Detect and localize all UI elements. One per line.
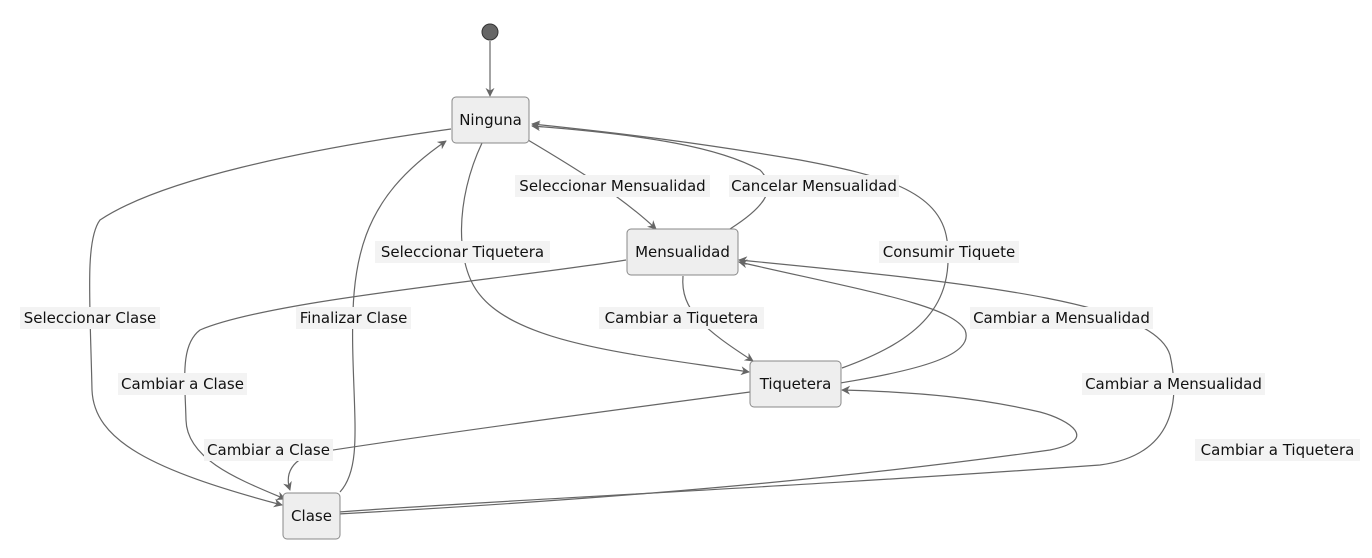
label-clase-mensualidad: Cambiar a Mensualidad bbox=[1082, 373, 1265, 395]
edge-clase-tiquetera bbox=[337, 385, 1078, 515]
label-seleccionar-mensualidad: Seleccionar Mensualidad bbox=[515, 175, 710, 197]
edge-cancelar-mensualidad bbox=[531, 122, 769, 230]
state-clase-label: Clase bbox=[291, 507, 332, 525]
label-tiq-mensualidad: Cambiar a Mensualidad bbox=[970, 307, 1153, 329]
transition-labels: Seleccionar Mensualidad Cancelar Mensual… bbox=[20, 175, 1360, 461]
label-mens-tiquetera-text: Cambiar a Tiquetera bbox=[605, 309, 759, 327]
label-clase-mensualidad-text: Cambiar a Mensualidad bbox=[1085, 375, 1262, 393]
label-seleccionar-clase: Seleccionar Clase bbox=[20, 307, 160, 329]
state-ninguna: Ninguna bbox=[451, 96, 530, 144]
label-tiq-clase-text: Cambiar a Clase bbox=[207, 441, 330, 459]
label-finalizar-clase-text: Finalizar Clase bbox=[300, 309, 408, 327]
label-seleccionar-mensualidad-text: Seleccionar Mensualidad bbox=[519, 177, 705, 195]
start-node bbox=[481, 23, 499, 41]
label-tiq-mensualidad-text: Cambiar a Mensualidad bbox=[973, 309, 1150, 327]
label-seleccionar-tiquetera: Seleccionar Tiquetera bbox=[375, 241, 550, 263]
label-consumir-tiquete: Consumir Tiquete bbox=[879, 241, 1019, 263]
state-mensualidad-label: Mensualidad bbox=[635, 243, 730, 261]
edge-seleccionar-clase bbox=[88, 128, 452, 508]
label-mens-clase-text: Cambiar a Clase bbox=[121, 375, 244, 393]
edge-tiq-clase bbox=[283, 391, 751, 491]
edge-mens-clase bbox=[184, 259, 627, 500]
edge-finalizar-clase bbox=[339, 140, 447, 493]
states: Ninguna Mensualidad Tiquetera Clase bbox=[282, 96, 842, 540]
label-seleccionar-clase-text: Seleccionar Clase bbox=[24, 309, 157, 327]
edge-clase-mensualidad bbox=[337, 256, 1175, 513]
label-mens-tiquetera: Cambiar a Tiquetera bbox=[599, 307, 764, 329]
state-mensualidad: Mensualidad bbox=[626, 228, 739, 276]
label-tiq-clase: Cambiar a Clase bbox=[204, 439, 333, 461]
label-consumir-tiquete-text: Consumir Tiquete bbox=[883, 243, 1015, 261]
label-mens-clase: Cambiar a Clase bbox=[118, 373, 247, 395]
label-finalizar-clase: Finalizar Clase bbox=[296, 307, 411, 329]
label-cancelar-mensualidad: Cancelar Mensualidad bbox=[729, 175, 899, 197]
label-clase-tiquetera: Cambiar a Tiquetera bbox=[1195, 439, 1360, 461]
edge-tiq-mensualidad bbox=[738, 259, 967, 384]
state-clase-box bbox=[282, 492, 341, 540]
edge-seleccionar-tiquetera bbox=[460, 142, 750, 376]
state-ninguna-label: Ninguna bbox=[459, 111, 522, 129]
state-clase: Clase bbox=[282, 492, 341, 540]
state-mensualidad-box bbox=[626, 228, 739, 276]
state-ninguna-box bbox=[451, 96, 530, 144]
state-tiquetera: Tiquetera bbox=[749, 360, 842, 408]
state-tiquetera-label: Tiquetera bbox=[759, 375, 832, 393]
state-tiquetera-box bbox=[749, 360, 842, 408]
label-cancelar-mensualidad-text: Cancelar Mensualidad bbox=[731, 177, 897, 195]
label-seleccionar-tiquetera-text: Seleccionar Tiquetera bbox=[381, 243, 544, 261]
label-clase-tiquetera-text: Cambiar a Tiquetera bbox=[1201, 441, 1355, 459]
